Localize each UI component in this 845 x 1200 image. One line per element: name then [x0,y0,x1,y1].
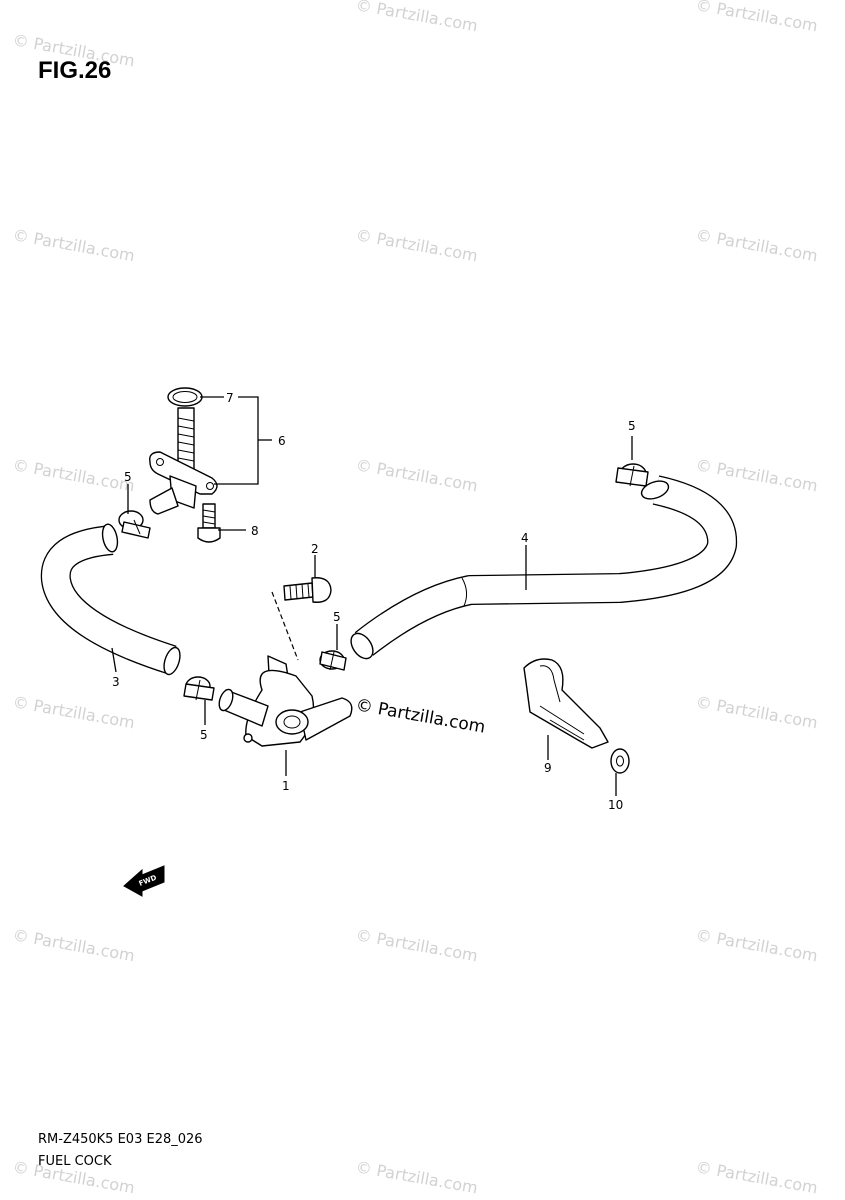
bolt-2[interactable] [283,577,332,603]
figure-title: FIG.26 [38,57,111,84]
section-name: FUEL COCK [38,1154,112,1169]
watermark: © Partzilla.com [11,455,136,495]
clamp-5-right[interactable] [615,463,649,487]
clamp-5-left-upper[interactable] [118,510,151,539]
clamp-5-center[interactable] [319,650,347,671]
watermark: © Partzilla.com [354,925,479,965]
callout-1: 1 [282,779,290,793]
callout-9: 9 [544,761,552,775]
screw-8[interactable] [197,503,221,543]
watermark: © Partzilla.com [694,925,819,965]
callout-2: 2 [311,542,319,556]
callout-3: 3 [112,675,120,689]
watermark: © Partzilla.com [11,225,136,265]
callout-5-left-upper: 5 [124,470,132,484]
fuel-cock-1[interactable] [217,655,353,747]
watermark: © Partzilla.com [354,1157,479,1197]
watermark: © Partzilla.com [694,0,819,35]
callout-7: 7 [226,391,234,405]
callout-10: 10 [608,798,623,812]
hose-3[interactable] [40,523,183,677]
watermark: © Partzilla.com [354,455,479,495]
watermark: © Partzilla.com [694,1157,819,1197]
watermark: © Partzilla.com [694,455,819,495]
partzilla-brand-label: © Partzilla.com [354,695,487,737]
model-code: RM-Z450K5 E03 E28_026 [38,1132,203,1147]
callout-5-center: 5 [333,610,341,624]
callout-8: 8 [251,524,259,538]
washer-10[interactable] [610,748,630,774]
fuel-cock-assembly-6[interactable] [149,387,218,515]
watermark: © Partzilla.com [11,925,136,965]
assembly-dashed-leader [271,591,299,661]
forward-arrow-icon: FWD [123,865,165,897]
watermark: © Partzilla.com [11,692,136,732]
leader-lines [111,396,633,796]
watermark: © Partzilla.com [354,225,479,265]
callouts: 7 6 8 2 4 5 5 5 3 5 1 9 10 [112,391,636,812]
clamp-5-left-lower[interactable] [183,676,215,701]
callout-5-right: 5 [628,419,636,433]
watermark: © Partzilla.com [694,692,819,732]
valve-outlet-nozzle [149,487,179,515]
callout-6: 6 [278,434,286,448]
bracket-9[interactable] [523,658,609,749]
callout-4: 4 [521,531,529,545]
valve-flange [149,451,218,495]
watermark: © Partzilla.com [354,0,479,35]
callout-5-left-lower: 5 [200,728,208,742]
hose-4[interactable] [347,475,738,663]
watermark: © Partzilla.com [694,225,819,265]
